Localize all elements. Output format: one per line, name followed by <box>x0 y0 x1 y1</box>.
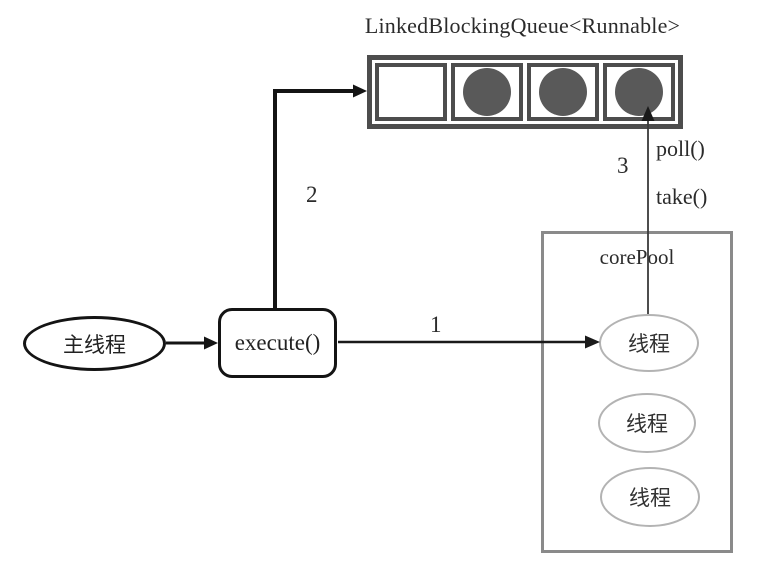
blocking-queue <box>367 55 683 129</box>
task-dot-icon <box>615 68 663 116</box>
thread-ellipse: 线程 <box>598 393 696 453</box>
task-dot-icon <box>463 68 511 116</box>
queue-title: LinkedBlockingQueue<Runnable> <box>364 13 681 38</box>
queue-cell <box>451 63 523 121</box>
queue-cell <box>375 63 447 121</box>
task-dot-icon <box>539 68 587 116</box>
take-label: take() <box>656 184 708 209</box>
queue-cell <box>603 63 675 121</box>
main-thread-ellipse: 主线程 <box>23 316 166 371</box>
queue-cell <box>527 63 599 121</box>
core-pool-label: corePool <box>599 245 675 269</box>
edge-label-2: 2 <box>306 182 318 207</box>
execute-node: execute() <box>218 308 337 378</box>
edge-label-3: 3 <box>617 153 629 178</box>
thread-ellipse: 线程 <box>599 314 699 372</box>
thread-ellipse: 线程 <box>600 467 700 527</box>
edge-label-1: 1 <box>430 312 442 337</box>
poll-label: poll() <box>656 136 705 161</box>
